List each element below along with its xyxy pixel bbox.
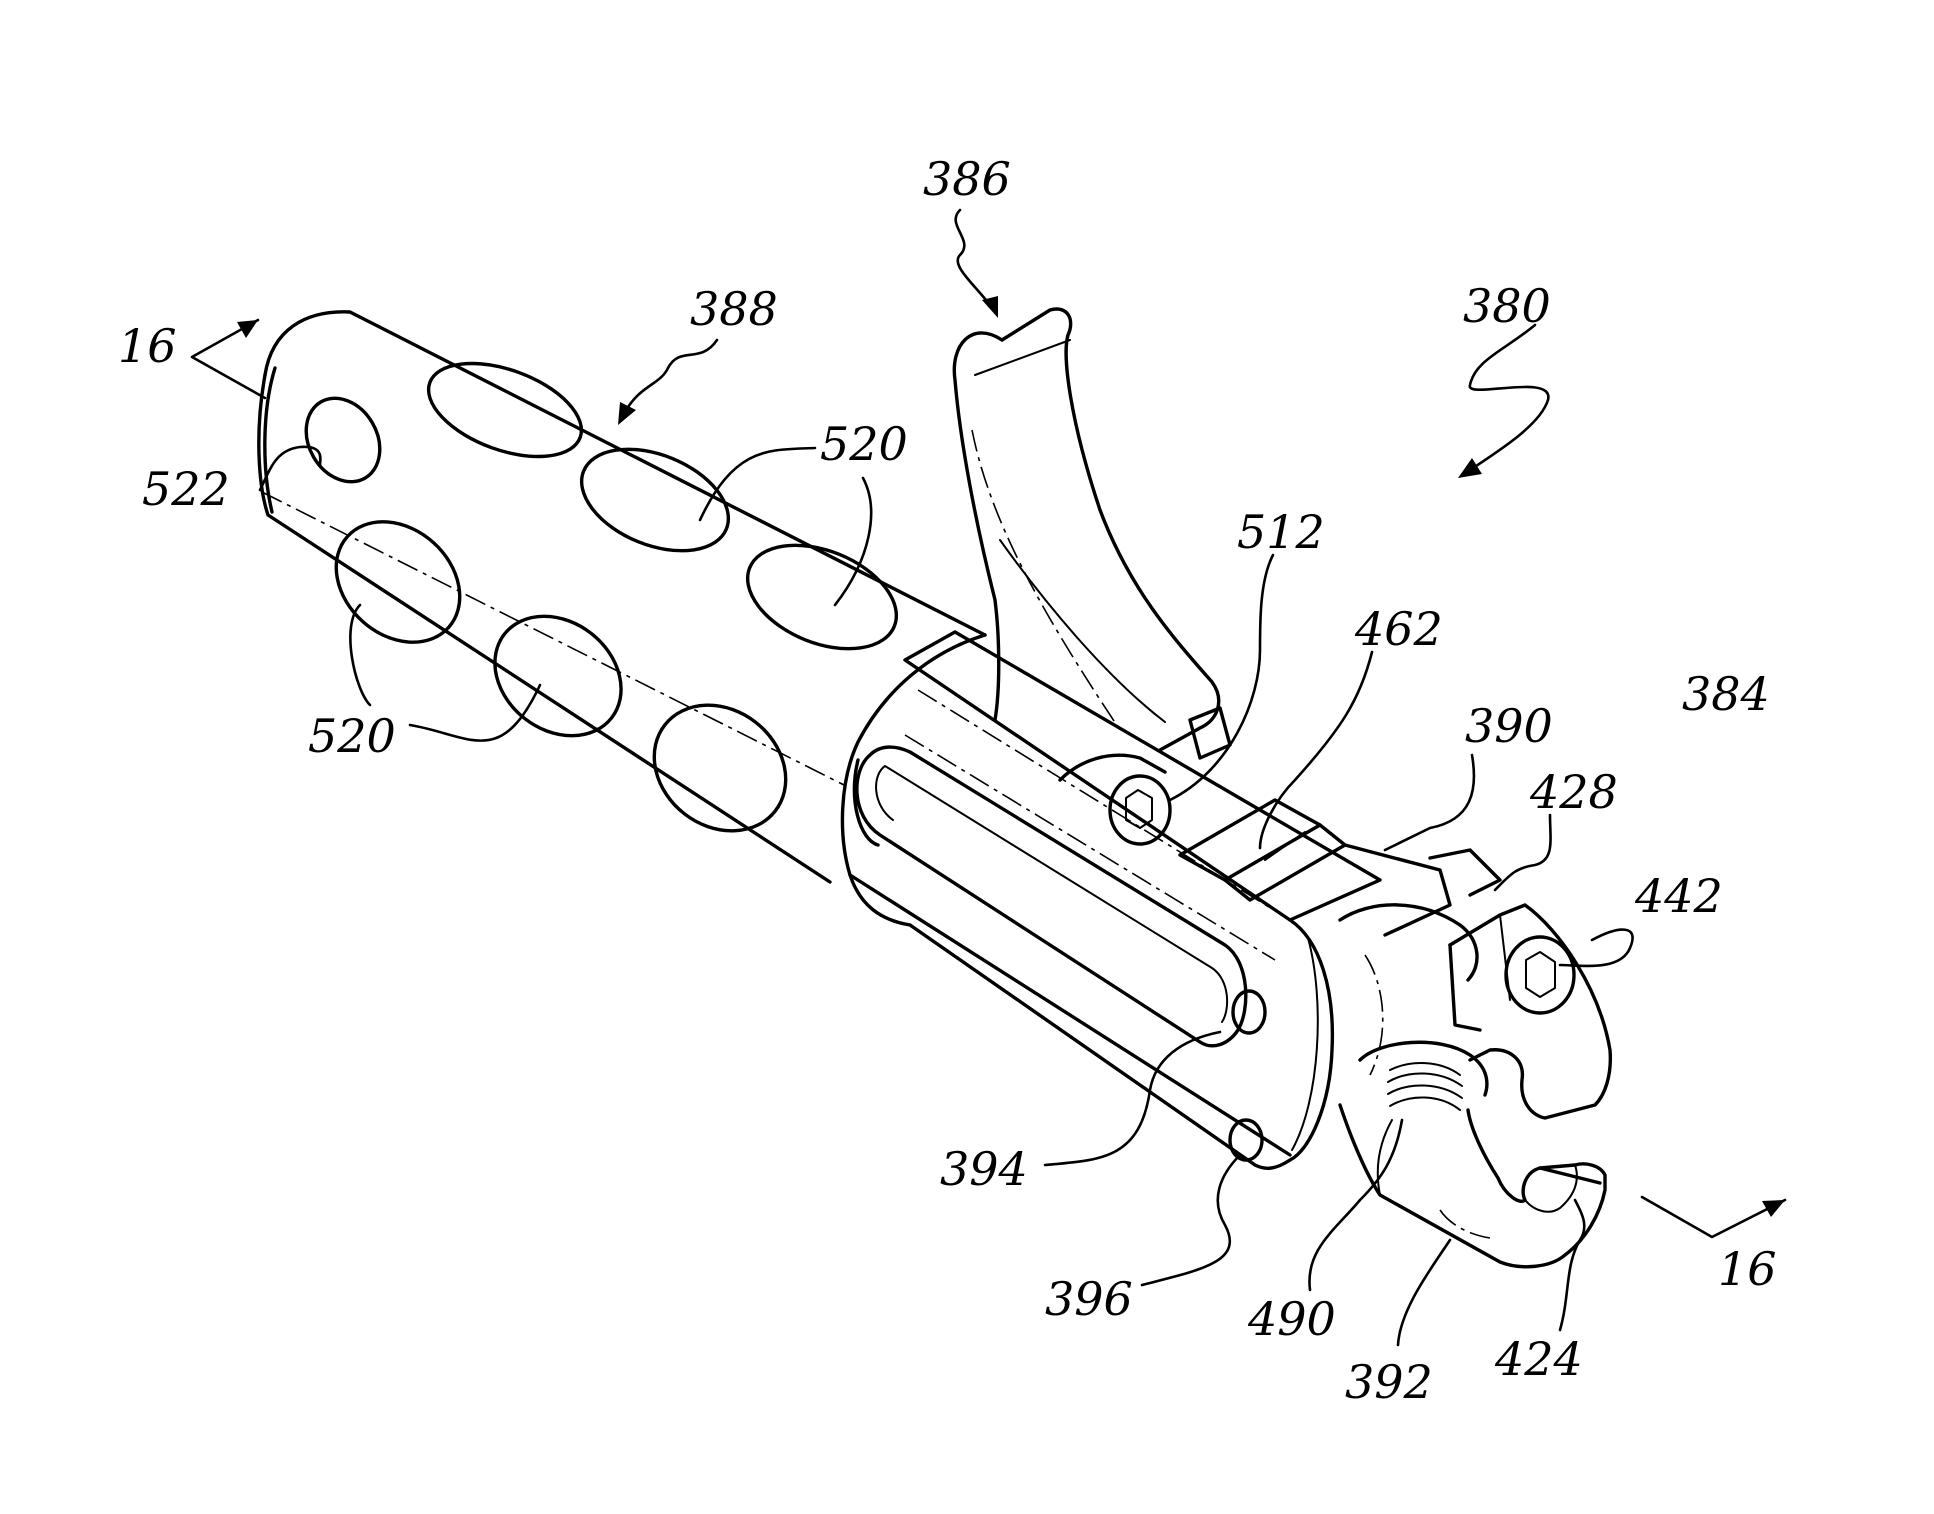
handle-grip-hole (312, 497, 484, 667)
label-hole-bottom: 520 (308, 709, 396, 763)
housing-slot (857, 747, 1246, 1046)
lower-jaw (1340, 1105, 1605, 1267)
label-pin-hole: 396 (1045, 1272, 1133, 1326)
section-line-right (1642, 1197, 1785, 1237)
label-screw: 442 (1634, 869, 1723, 923)
label-slot: 394 (940, 1142, 1028, 1196)
upper-jaw (1340, 905, 1610, 1118)
label-hook: 424 (1494, 1332, 1583, 1386)
label-pawl: 462 (1354, 602, 1443, 656)
spring-coil (1360, 1042, 1487, 1110)
handle-end-hole (292, 385, 395, 495)
label-handle: 388 (690, 282, 778, 336)
section-line-left (192, 320, 265, 398)
label-section-left: 16 (118, 319, 177, 373)
handle-grip-hole (629, 679, 811, 857)
handle-grip-hole (416, 345, 594, 475)
screw-hex (1506, 937, 1574, 1013)
label-lower-jaw: 392 (1345, 1355, 1433, 1409)
callout-labels: 16 16 380 386 388 384 522 520 520 512 46… (118, 152, 1777, 1409)
label-hole-end: 522 (142, 462, 230, 516)
label-spring: 490 (1247, 1292, 1336, 1346)
handle-grip-hole (471, 592, 645, 761)
handle-body (259, 312, 985, 882)
pin-hole-upper (1233, 991, 1265, 1033)
fastener-hex (1110, 776, 1170, 844)
handle-grip-hole (732, 525, 911, 669)
label-fastener: 512 (1237, 505, 1325, 559)
label-assembly: 380 (1463, 279, 1551, 333)
label-body-tag: 384 (1682, 667, 1770, 721)
label-hole-top: 520 (820, 417, 908, 471)
label-lever: 386 (923, 152, 1011, 206)
label-jaw-pin: 428 (1529, 765, 1618, 819)
housing (842, 632, 1380, 1168)
label-jaw-block: 390 (1465, 699, 1553, 753)
label-section-right: 16 (1718, 1242, 1777, 1296)
